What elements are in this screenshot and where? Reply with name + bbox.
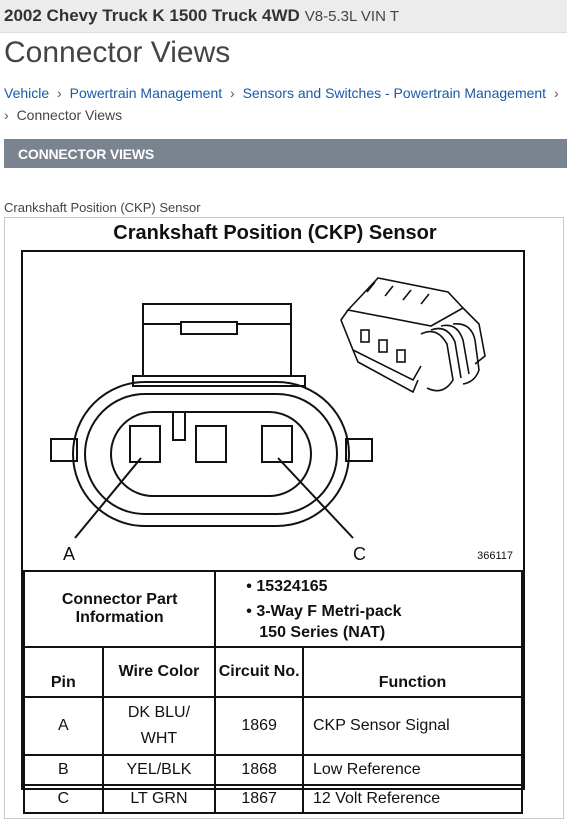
- pin-cell: A: [23, 696, 104, 756]
- connector-face-illustration: [50, 277, 486, 539]
- diagram-number: 366117: [477, 550, 513, 562]
- page-title: Connector Views: [4, 36, 231, 69]
- wire-color-cell: YEL/BLK: [101, 754, 217, 786]
- part-info-label: Connector Part Information: [22, 570, 217, 648]
- header-wire-color: Wire Color: [101, 646, 217, 698]
- function-cell: Low Reference: [302, 754, 523, 786]
- breadcrumb-current: Connector Views: [16, 107, 123, 123]
- header-circuit: Circuit No.: [214, 646, 304, 698]
- header-function: Function: [302, 646, 523, 698]
- pin-cell: B: [23, 754, 104, 786]
- table-row: C LT GRN 1867 12 Volt Reference: [23, 784, 523, 814]
- bullet: •: [246, 577, 252, 595]
- figure-caption: Crankshaft Position (CKP) Sensor: [4, 200, 201, 215]
- part-info-values: • 15324165 • 3-Way F Metri-pack 150 Seri…: [214, 570, 523, 648]
- pin-c-callout: C: [353, 544, 366, 564]
- part-info-row: Connector Part Information • 15324165 • …: [22, 570, 523, 648]
- connector-figure: Crankshaft Position (CKP) Sensor: [4, 217, 564, 819]
- breadcrumb-sensors-switches[interactable]: Sensors and Switches - Powertrain Manage…: [242, 85, 547, 101]
- breadcrumb-vehicle[interactable]: Vehicle: [4, 85, 50, 101]
- connector-drawing: A C 366117 Connector Part Information • …: [21, 250, 525, 814]
- connector-type: 3-Way F Metri-pack: [256, 602, 402, 620]
- section-header-connector-views[interactable]: CONNECTOR VIEWS: [4, 139, 567, 168]
- circuit-cell: 1869: [214, 696, 304, 756]
- function-cell: 12 Volt Reference: [302, 784, 523, 814]
- chevron-right-icon: ›: [4, 107, 9, 123]
- bullet: •: [246, 602, 252, 620]
- chevron-right-icon: ›: [230, 85, 235, 101]
- pinout-table: Connector Part Information • 15324165 • …: [22, 570, 523, 814]
- pin-cell: C: [23, 784, 104, 814]
- circuit-cell: 1867: [214, 784, 304, 814]
- connector-diagram: A C 366117: [23, 252, 523, 570]
- chevron-right-icon: ›: [57, 85, 62, 101]
- chevron-right-icon: ›: [553, 85, 559, 101]
- table-row: A DK BLU/ WHT 1869 CKP Sensor Signal: [23, 696, 523, 756]
- circuit-cell: 1868: [214, 754, 304, 786]
- vehicle-header: 2002 Chevy Truck K 1500 Truck 4WD V8-5.3…: [0, 0, 567, 33]
- connector-series: 150 Series (NAT): [259, 623, 386, 641]
- figure-title: Crankshaft Position (CKP) Sensor: [113, 222, 437, 244]
- part-number: 15324165: [256, 577, 328, 595]
- function-cell: CKP Sensor Signal: [302, 696, 523, 756]
- breadcrumb-powertrain-management[interactable]: Powertrain Management: [69, 85, 223, 101]
- pin-a-callout: A: [63, 544, 76, 564]
- vehicle-title: 2002 Chevy Truck K 1500 Truck 4WD: [4, 6, 300, 25]
- breadcrumb: Vehicle › Powertrain Management › Sensor…: [4, 82, 567, 126]
- table-row: B YEL/BLK 1868 Low Reference: [23, 754, 523, 786]
- engine-label: V8-5.3L VIN T: [304, 7, 399, 25]
- wire-color-cell: DK BLU/ WHT: [101, 696, 217, 756]
- header-pin: Pin: [23, 646, 104, 698]
- table-header-row: Pin Wire Color Circuit No. Function: [23, 646, 523, 698]
- wire-color-cell: LT GRN: [101, 784, 217, 814]
